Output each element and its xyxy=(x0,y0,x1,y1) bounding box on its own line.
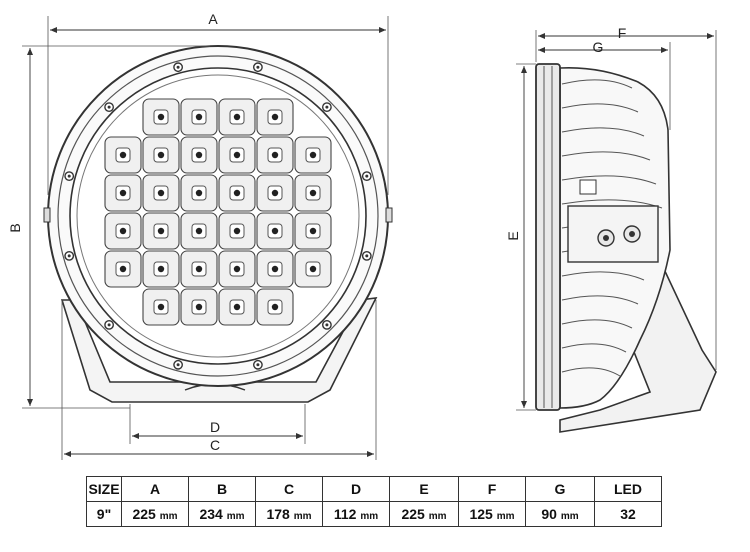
label-d: D xyxy=(210,419,220,435)
led-cell xyxy=(104,136,142,174)
led-cell xyxy=(218,212,256,250)
dimension-d: D xyxy=(129,404,306,444)
label-c: C xyxy=(210,437,220,453)
side-bezel xyxy=(535,63,561,411)
value-g-unit: mm xyxy=(560,511,579,522)
value-d-unit: mm xyxy=(360,511,379,522)
dimension-c: C xyxy=(61,300,377,460)
heatsink-fin xyxy=(561,367,621,377)
led-cell xyxy=(142,174,180,212)
dimension-b: B xyxy=(7,45,210,409)
value-b-num: 234 xyxy=(199,506,223,522)
led-cell xyxy=(142,288,180,326)
label-b: B xyxy=(7,223,23,232)
side-view xyxy=(535,63,717,433)
value-c-num: 178 xyxy=(266,506,290,522)
value-a-unit: mm xyxy=(159,511,178,522)
value-f-unit: mm xyxy=(496,511,515,522)
header-e: E xyxy=(389,476,459,502)
header-c: C xyxy=(255,476,323,502)
value-b-unit: mm xyxy=(226,511,245,522)
value-e-unit: mm xyxy=(428,511,447,522)
dimension-g: G xyxy=(538,39,671,130)
led-cell xyxy=(142,212,180,250)
led-cell xyxy=(142,136,180,174)
led-cell xyxy=(294,136,332,174)
spec-value-row: 9" 225 mm 234 mm 178 mm 112 mm 225 mm 12… xyxy=(86,501,662,527)
header-led: LED xyxy=(594,476,662,502)
value-a: 225 mm xyxy=(121,501,189,527)
led-cell xyxy=(180,174,218,212)
value-c: 178 mm xyxy=(255,501,323,527)
heatsink-fin xyxy=(561,271,645,281)
led-cell xyxy=(180,136,218,174)
led-cell xyxy=(180,98,218,136)
value-f: 125 mm xyxy=(458,501,526,527)
label-a: A xyxy=(208,11,218,27)
led-cell xyxy=(104,174,142,212)
lamp-technical-drawing: A B D C xyxy=(7,11,717,460)
heatsink-fin xyxy=(561,343,627,353)
header-a: A xyxy=(121,476,189,502)
led-cell xyxy=(180,250,218,288)
led-cell xyxy=(142,98,180,136)
dimension-e: E xyxy=(505,63,536,411)
label-f: F xyxy=(618,25,627,41)
led-cell xyxy=(180,288,218,326)
spec-header-row: SIZE A B C D E F G LED xyxy=(86,476,662,502)
led-cell xyxy=(104,250,142,288)
value-led: 32 xyxy=(594,501,662,527)
bezel-screws xyxy=(64,62,372,370)
led-cell xyxy=(256,174,294,212)
value-d-num: 112 xyxy=(333,506,357,522)
value-g-num: 90 xyxy=(541,506,557,522)
heatsink-fin xyxy=(561,295,639,305)
led-cell xyxy=(256,98,294,136)
dimension-f: F xyxy=(535,25,717,370)
value-e-num: 225 xyxy=(401,506,425,522)
label-g: G xyxy=(593,39,604,55)
front-view xyxy=(43,45,393,403)
spec-table: SIZE A B C D E F G LED 9" 225 mm 234 mm … xyxy=(86,476,662,527)
led-cell xyxy=(294,212,332,250)
led-cell xyxy=(256,288,294,326)
led-cell xyxy=(218,98,256,136)
led-cell xyxy=(142,250,180,288)
value-c-unit: mm xyxy=(293,511,312,522)
led-cell xyxy=(218,250,256,288)
heatsink-fin xyxy=(561,127,645,137)
heatsink-fin xyxy=(561,319,633,329)
value-a-num: 225 xyxy=(132,506,156,522)
header-d: D xyxy=(322,476,390,502)
label-e: E xyxy=(505,231,521,240)
led-cell xyxy=(256,250,294,288)
led-cell xyxy=(218,174,256,212)
header-b: B xyxy=(188,476,256,502)
front-bracket xyxy=(60,297,378,403)
led-cell xyxy=(180,212,218,250)
heatsink-fin xyxy=(561,175,657,185)
header-g: G xyxy=(525,476,595,502)
value-f-num: 125 xyxy=(469,506,493,522)
led-cell xyxy=(256,212,294,250)
heatsink-fin xyxy=(561,151,651,161)
led-cell xyxy=(256,136,294,174)
value-size: 9" xyxy=(86,501,122,527)
led-cell xyxy=(218,136,256,174)
heatsink-fin xyxy=(561,103,639,113)
led-cell xyxy=(104,212,142,250)
header-f: F xyxy=(458,476,526,502)
heatsink-fin xyxy=(561,79,633,89)
led-cell xyxy=(218,288,256,326)
header-size: SIZE xyxy=(86,476,122,502)
value-g: 90 mm xyxy=(525,501,595,527)
value-e: 225 mm xyxy=(389,501,459,527)
led-grid xyxy=(104,98,332,326)
led-cell xyxy=(294,250,332,288)
led-cell xyxy=(294,174,332,212)
value-b: 234 mm xyxy=(188,501,256,527)
value-d: 112 mm xyxy=(322,501,390,527)
